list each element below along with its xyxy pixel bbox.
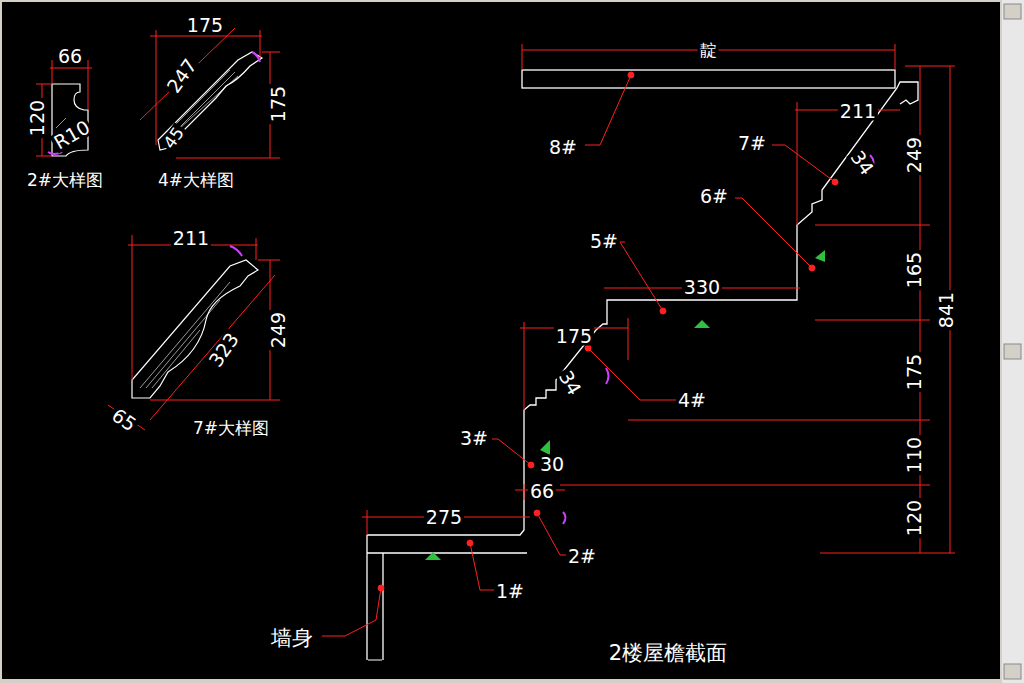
dimension-label: 175 [269, 84, 288, 124]
dimension-label: 110 [905, 435, 924, 475]
drawing-caption: 2楼屋檐截面 [607, 643, 729, 664]
dimension-label: 275 [424, 508, 464, 527]
dimension-label: 841 [937, 290, 956, 330]
dimension-label: 165 [905, 250, 924, 290]
dimension-label: 7# [736, 134, 768, 153]
dimension-label: 175 [554, 327, 594, 346]
dimension-label: 175 [185, 16, 225, 35]
dimension-label: 5# [588, 232, 620, 251]
dimension-label: 66 [56, 47, 84, 66]
dimension-label: 120 [905, 498, 924, 538]
dimension-label: 175 [905, 352, 924, 392]
dimension-label: 120 [28, 98, 47, 138]
dimension-label: 8# [547, 138, 579, 157]
dimension-label: 7#大样图 [191, 420, 271, 437]
dimension-label: 4#大样图 [156, 172, 236, 189]
dimension-label: 4# [676, 391, 708, 410]
dimension-label: 1# [494, 582, 526, 601]
dimension-label: 249 [269, 310, 288, 350]
dimension-label: 66 [528, 482, 556, 501]
dimension-label: 3# [458, 429, 490, 448]
dimension-label: 2#大样图 [25, 172, 105, 189]
dimension-label: 墙身 [269, 628, 315, 649]
dimension-label: 249 [905, 135, 924, 175]
dimension-label: 330 [682, 278, 722, 297]
dimension-label: 2# [566, 547, 598, 566]
dimension-label: 靛 [698, 42, 719, 59]
dimension-label: 211 [838, 102, 878, 121]
dimension-label: 211 [171, 229, 211, 248]
dimension-label: 30 [538, 455, 566, 474]
dimension-label: 6# [698, 187, 730, 206]
